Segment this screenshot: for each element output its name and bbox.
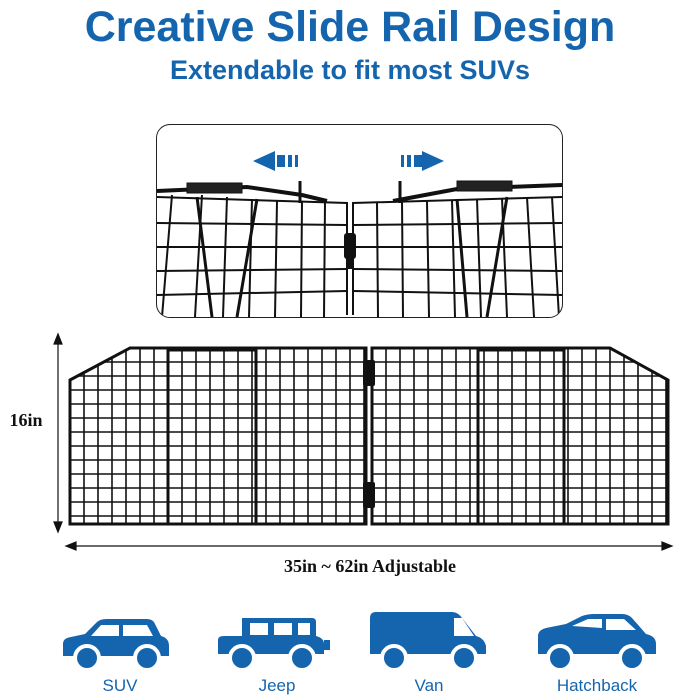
center-hinges [363, 360, 375, 508]
vehicle-hatchback: Hatchback [532, 610, 662, 700]
vehicle-label-suv: SUV [102, 676, 138, 695]
slide-right-arrow-icon [401, 151, 444, 171]
vehicle-label-van: Van [414, 676, 444, 695]
vehicle-jeep: Jeep [212, 610, 342, 700]
suv-icon [63, 619, 169, 672]
right-gate-panel [370, 346, 670, 526]
vehicle-van: Van [364, 610, 494, 700]
jeep-icon [218, 618, 330, 672]
page-subtitle: Extendable to fit most SUVs [169, 55, 531, 85]
width-dimension-label: 35in ~ 62in Adjustable [284, 556, 456, 576]
height-dimension-arrow [53, 332, 63, 534]
slide-rail-closeup-illustration [157, 151, 562, 317]
hinge-clip-icon [344, 233, 356, 269]
slide-left-arrow-icon [253, 151, 298, 171]
height-dimension-label: 16in [9, 410, 43, 430]
left-panel-grid [157, 194, 348, 317]
left-gate-panel [68, 346, 368, 526]
right-panel-grid [352, 196, 562, 317]
slide-rail-detail-image [156, 124, 563, 318]
width-dimension-arrow [64, 541, 674, 551]
vehicle-label-hatchback: Hatchback [556, 676, 638, 695]
hatchback-icon [538, 614, 656, 672]
pet-barrier-gate-illustration [53, 332, 674, 551]
vehicle-suv: SUV [55, 610, 185, 700]
page-title: Creative Slide Rail Design [84, 3, 616, 51]
vehicle-label-jeep: Jeep [258, 676, 296, 695]
van-icon [370, 612, 486, 672]
